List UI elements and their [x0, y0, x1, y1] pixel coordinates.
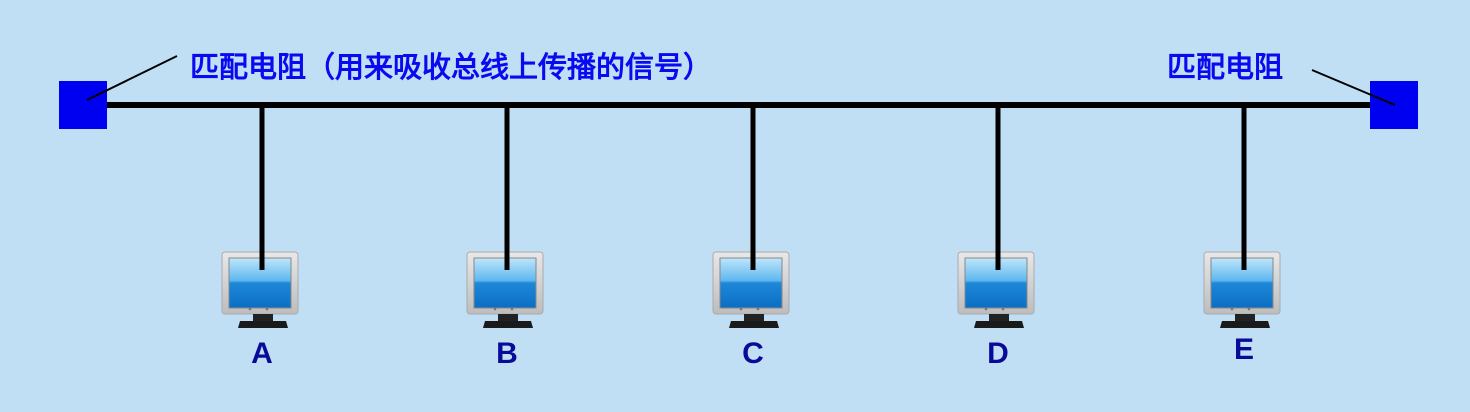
node-label-c: C — [742, 337, 764, 370]
leader-line-left — [86, 55, 178, 101]
node-label-d: D — [987, 337, 1009, 370]
station-a — [221, 105, 299, 328]
node-label-e: E — [1233, 333, 1254, 366]
station-c — [712, 105, 790, 328]
node-label-a: A — [251, 337, 273, 370]
monitor-icon — [466, 251, 544, 328]
monitor-icon — [1203, 251, 1281, 328]
station-e — [1203, 105, 1281, 328]
station-d — [957, 105, 1035, 328]
terminator-label-right: 匹配电阻 — [1167, 50, 1284, 84]
node-label-b: B — [496, 337, 518, 370]
leader-line-right — [1311, 69, 1396, 106]
station-b — [466, 105, 544, 328]
terminator-label-left: 匹配电阻（用来吸收总线上传播的信号） — [190, 50, 713, 84]
terminator-left — [59, 81, 107, 129]
